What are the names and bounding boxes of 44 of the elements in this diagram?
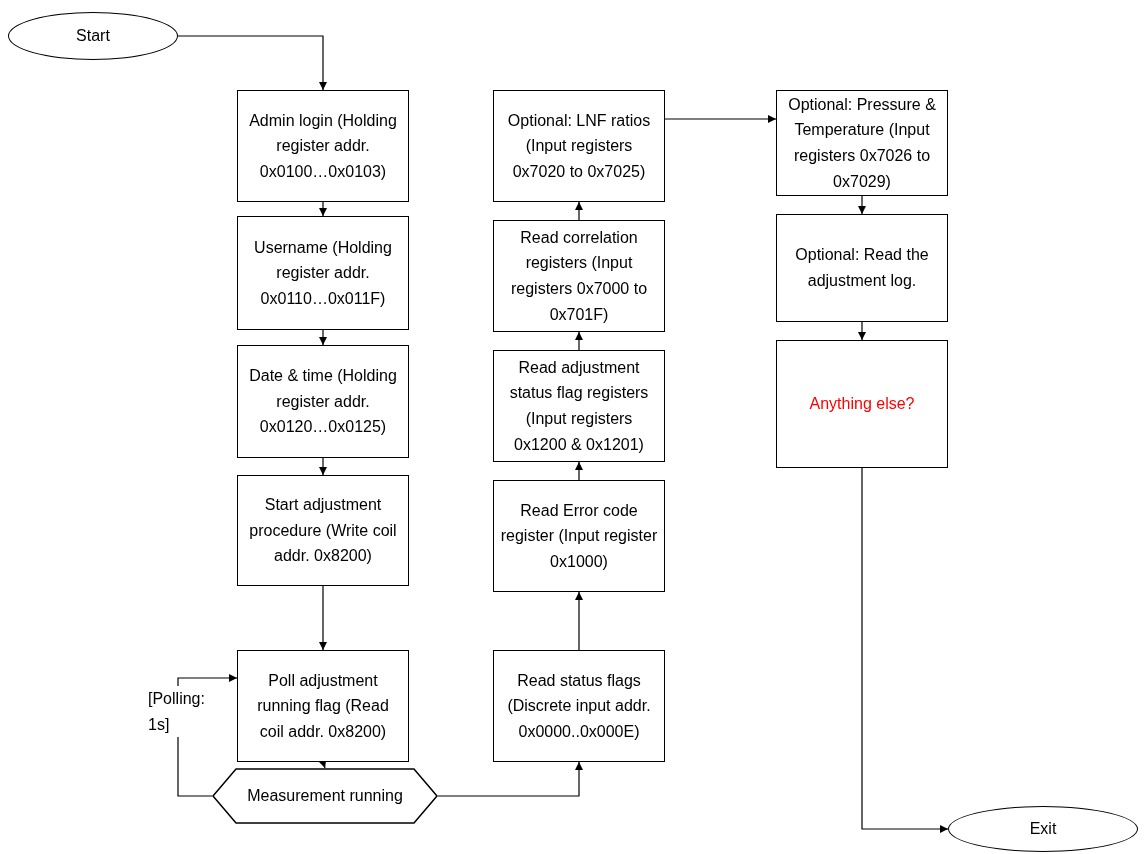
process-box [493,350,665,462]
step-text: Username (Holding register addr. 0x0110…0x011F) [253,237,393,309]
process-box [237,650,409,762]
process-box [776,214,948,322]
process-box [237,475,409,586]
step-text: Optional: Read the adjustment log. [794,245,930,291]
process-box [493,650,665,762]
arrow [319,329,327,346]
process-box [493,90,665,202]
process-box [493,480,665,592]
process-box [776,90,948,196]
process-box [237,216,409,330]
step-text: Anything else? [809,394,915,415]
arrow [319,457,327,476]
process-box [237,90,409,202]
arrow [319,585,327,651]
process-box [493,220,665,332]
arrow [664,115,777,123]
step-text: Read correlation registers (Input registers 0x7000 to 0x701F) [509,227,649,325]
arrow [858,321,866,341]
step-text: Read Error code register (Input register 0x1000) [499,500,659,572]
step-text: Optional: LNF ratios (Input registers 0x7020 to 0x7025) [506,110,652,182]
step-text: Exit [1029,819,1057,840]
process-box [776,340,948,468]
step-text: Read status flags (Discrete input addr. 0x0000..0x000E) [506,670,652,742]
process-box [237,345,409,458]
arrow [861,467,949,833]
decision-hexagon [212,768,438,824]
arrow [575,461,583,481]
step-text: Admin login (Holding register addr. 0x0100…0x0103) [248,110,398,182]
step-text: Measurement running [247,786,403,807]
step-text: Read adjustment status flag registers (Input registers 0x1200 & 0x1201) [508,357,650,455]
arrow [437,761,583,797]
arrow [858,195,866,215]
step-text: Poll adjustment running flag (Read coil addr. 0x8200) [256,670,390,742]
arrow [177,35,327,91]
arrow [575,591,583,651]
arrow [575,331,583,351]
step-text: Start adjustment procedure (Write coil addr. 0x8200) [248,495,398,567]
step-text: Date & time (Holding register addr. 0x0120…0x0125) [248,366,398,438]
arrow [575,201,583,221]
step-text: Start [76,26,110,47]
arrow [319,201,327,217]
step-text: Optional: Pressure & Temperature (Input registers 0x7026 to 0x7029) [787,94,937,192]
